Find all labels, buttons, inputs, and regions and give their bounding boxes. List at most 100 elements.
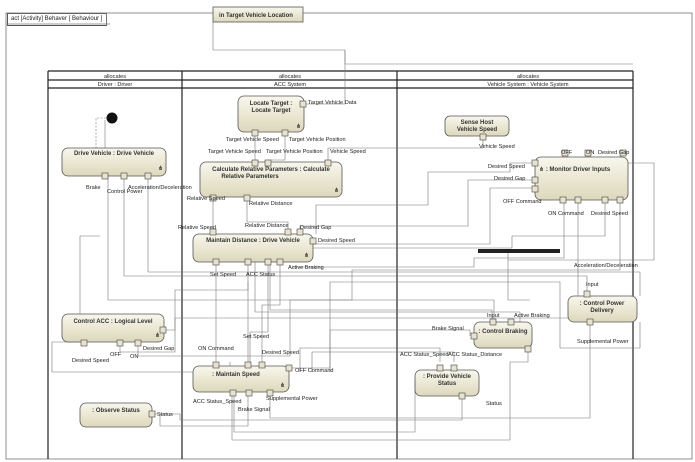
- label-supplemental-power-ms: Supplemental Power: [266, 396, 318, 402]
- drive-vehicle-title: Drive Vehicle : Drive Vehicle: [74, 151, 155, 157]
- fork-icon: ⋔: [296, 123, 301, 130]
- partition-acc-name: ACC System: [274, 82, 306, 88]
- label-set-speed-ms: Set Speed: [243, 334, 269, 340]
- label-status-os: Status: [157, 412, 173, 418]
- action-control-braking[interactable]: : Control Braking: [473, 321, 533, 349]
- parameter-label: in Target Vehicle Location: [219, 13, 293, 19]
- label-brake-signal-ms: Brake Signal: [238, 407, 270, 413]
- action-sense-host[interactable]: Sense Host Vehicle Speed: [444, 115, 510, 137]
- action-maintain-distance[interactable]: Maintain Distance : Drive Vehicle ⋔: [192, 233, 314, 263]
- label-off-acc: OFF: [110, 352, 122, 358]
- label-status-pvs: Status: [486, 401, 502, 407]
- label-target-vehicle-position-out: Target Vehicle Position: [289, 137, 346, 143]
- label-off: OFF: [561, 150, 573, 156]
- provide-status-title-2: Status: [438, 381, 457, 387]
- label-target-vehicle-position-in: Target Vehicle Position: [266, 149, 323, 155]
- action-calculate-relative[interactable]: Calculate Relative Parameters : Calculat…: [199, 161, 343, 198]
- label-acc-status: ACC Status: [246, 272, 275, 278]
- label-desired-speed-in: Desired Speed: [318, 238, 355, 244]
- label-desired-gap-in: Desired Gap: [300, 225, 331, 231]
- action-locate-target[interactable]: Locate Target : Locate Target ⋔: [237, 95, 305, 133]
- label-desired-speed-acc: Desired Speed: [72, 358, 109, 364]
- action-maintain-speed[interactable]: : Maintain Speed ⋔: [192, 365, 290, 393]
- calculate-relative-title-1: Calculate Relative Parameters : Calculat…: [212, 167, 330, 173]
- label-on: ON: [586, 150, 594, 156]
- label-off-command-ms: OFF Command: [295, 368, 334, 374]
- pin-labels: Target Vehicle Data Target Vehicle Speed…: [72, 100, 638, 418]
- action-control-acc[interactable]: Control ACC : Logical Level ⋔: [61, 313, 165, 343]
- label-supplemental-power: Supplemental Power: [577, 339, 629, 345]
- label-set-speed: Set Speed: [210, 272, 236, 278]
- partition-vehicle-stereotype: allocates: [517, 74, 539, 80]
- label-target-vehicle-speed-out: Target Vehicle Speed: [226, 137, 279, 143]
- label-accel-decel-right: Acceleration/Deceleration: [574, 263, 638, 269]
- provide-status-title-1: : Provide Vehicle: [423, 374, 472, 380]
- label-desired-gap-acc: Desired Gap: [143, 346, 174, 352]
- label-desired-speed-md: Desired Speed: [488, 164, 525, 170]
- maintain-speed-title: : Maintain Speed: [212, 372, 260, 378]
- locate-target-title-1: Locate Target :: [250, 101, 293, 107]
- partition-driver-name: Driver : Driver: [98, 82, 133, 88]
- label-active-braking: Active Braking: [288, 265, 324, 271]
- partition-driver-stereotype: allocates: [104, 74, 126, 80]
- action-provide-vehicle-status[interactable]: : Provide Vehicle Status: [414, 369, 480, 397]
- control-braking-title: : Control Braking: [479, 329, 528, 335]
- sense-host-title-1: Sense Host: [461, 120, 494, 126]
- label-on-acc: ON: [130, 354, 138, 360]
- label-desired-gap-top: Desired Gap: [598, 150, 629, 156]
- label-relative-speed-in: Relative Speed: [178, 225, 216, 231]
- label-desired-gap-md: Desired Gap: [494, 176, 525, 182]
- partition-vehicle-name: Vehicle System : Vehicle System: [487, 82, 568, 88]
- label-acc-status-distance: ACC Status_Distance: [448, 352, 502, 358]
- fork-icon: ⋔: [539, 166, 544, 173]
- label-brake: Brake: [86, 185, 101, 191]
- partition-grid: [47, 70, 634, 459]
- sense-host-title-2: Vehicle Speed: [457, 127, 498, 133]
- label-relative-distance-in: Relative Distance: [245, 223, 289, 229]
- fork-icon: ⋔: [304, 252, 309, 259]
- action-control-power[interactable]: : Control Power Delivery: [567, 295, 638, 323]
- action-monitor-driver[interactable]: : Monitor Driver Inputs ⋔: [534, 156, 629, 201]
- control-acc-title: Control ACC : Logical Level: [73, 319, 152, 325]
- fork-icon: ⋔: [334, 187, 339, 194]
- initial-node: [106, 112, 118, 124]
- label-target-vehicle-data: Target Vehicle Data: [308, 100, 357, 106]
- label-active-braking-cb: Active Braking: [514, 313, 550, 319]
- activity-frame: [5, 12, 693, 460]
- fork-bar: [478, 249, 560, 253]
- maintain-distance-title: Maintain Distance : Drive Vehicle: [206, 238, 300, 244]
- label-acc-status-speed-ms: ACC Status_Speed: [193, 399, 242, 405]
- frame-label: act [Activity] Behaver [ Behaviour ]: [7, 13, 108, 26]
- label-off-command: OFF Command: [503, 199, 542, 205]
- label-control-power: Control Power: [107, 189, 143, 195]
- label-input-cb: Input: [487, 313, 500, 319]
- label-relative-speed-out: Relative Speed: [187, 196, 225, 202]
- label-acc-status-speed-pvs: ACC Status_Speed: [400, 352, 449, 358]
- control-power-title-2: Delivery: [590, 308, 614, 314]
- partition-acc-stereotype: allocates: [279, 74, 301, 80]
- parameter-node[interactable]: [212, 6, 304, 23]
- label-input-power: Input: [586, 282, 599, 288]
- fork-icon: ⋔: [280, 382, 285, 389]
- action-drive-vehicle[interactable]: Drive Vehicle : Drive Vehicle ⋔: [61, 147, 167, 177]
- label-vehicle-speed-in: Vehicle Speed: [330, 149, 366, 155]
- action-observe-status[interactable]: : Observe Status: [79, 402, 153, 428]
- pins: [80, 100, 627, 418]
- label-on-command-ms: ON Command: [198, 346, 234, 352]
- label-desired-speed-ms: Desired Speed: [262, 350, 299, 356]
- locate-target-title-2: Locate Target: [252, 108, 291, 114]
- label-target-vehicle-speed-in: Target Vehicle Speed: [208, 149, 261, 155]
- label-accel-decel: Acceleration/Deceleration: [128, 185, 192, 191]
- monitor-driver-title: : Monitor Driver Inputs: [546, 167, 611, 173]
- fork-icon: ⋔: [158, 165, 163, 172]
- label-desired-speed-out: Desired Speed: [591, 211, 628, 217]
- label-on-command: ON Command: [548, 211, 584, 217]
- label-vehicle-speed-sense: Vehicle Speed: [479, 144, 515, 150]
- label-brake-signal-cb: Brake Signal: [432, 326, 464, 332]
- observe-status-title: : Observe Status: [92, 408, 140, 414]
- control-power-title-1: : Control Power: [580, 301, 625, 307]
- fork-icon: ⋔: [155, 332, 160, 339]
- calculate-relative-title-2: Relative Parameters: [221, 174, 279, 180]
- label-relative-distance-out: Relative Distance: [249, 201, 293, 207]
